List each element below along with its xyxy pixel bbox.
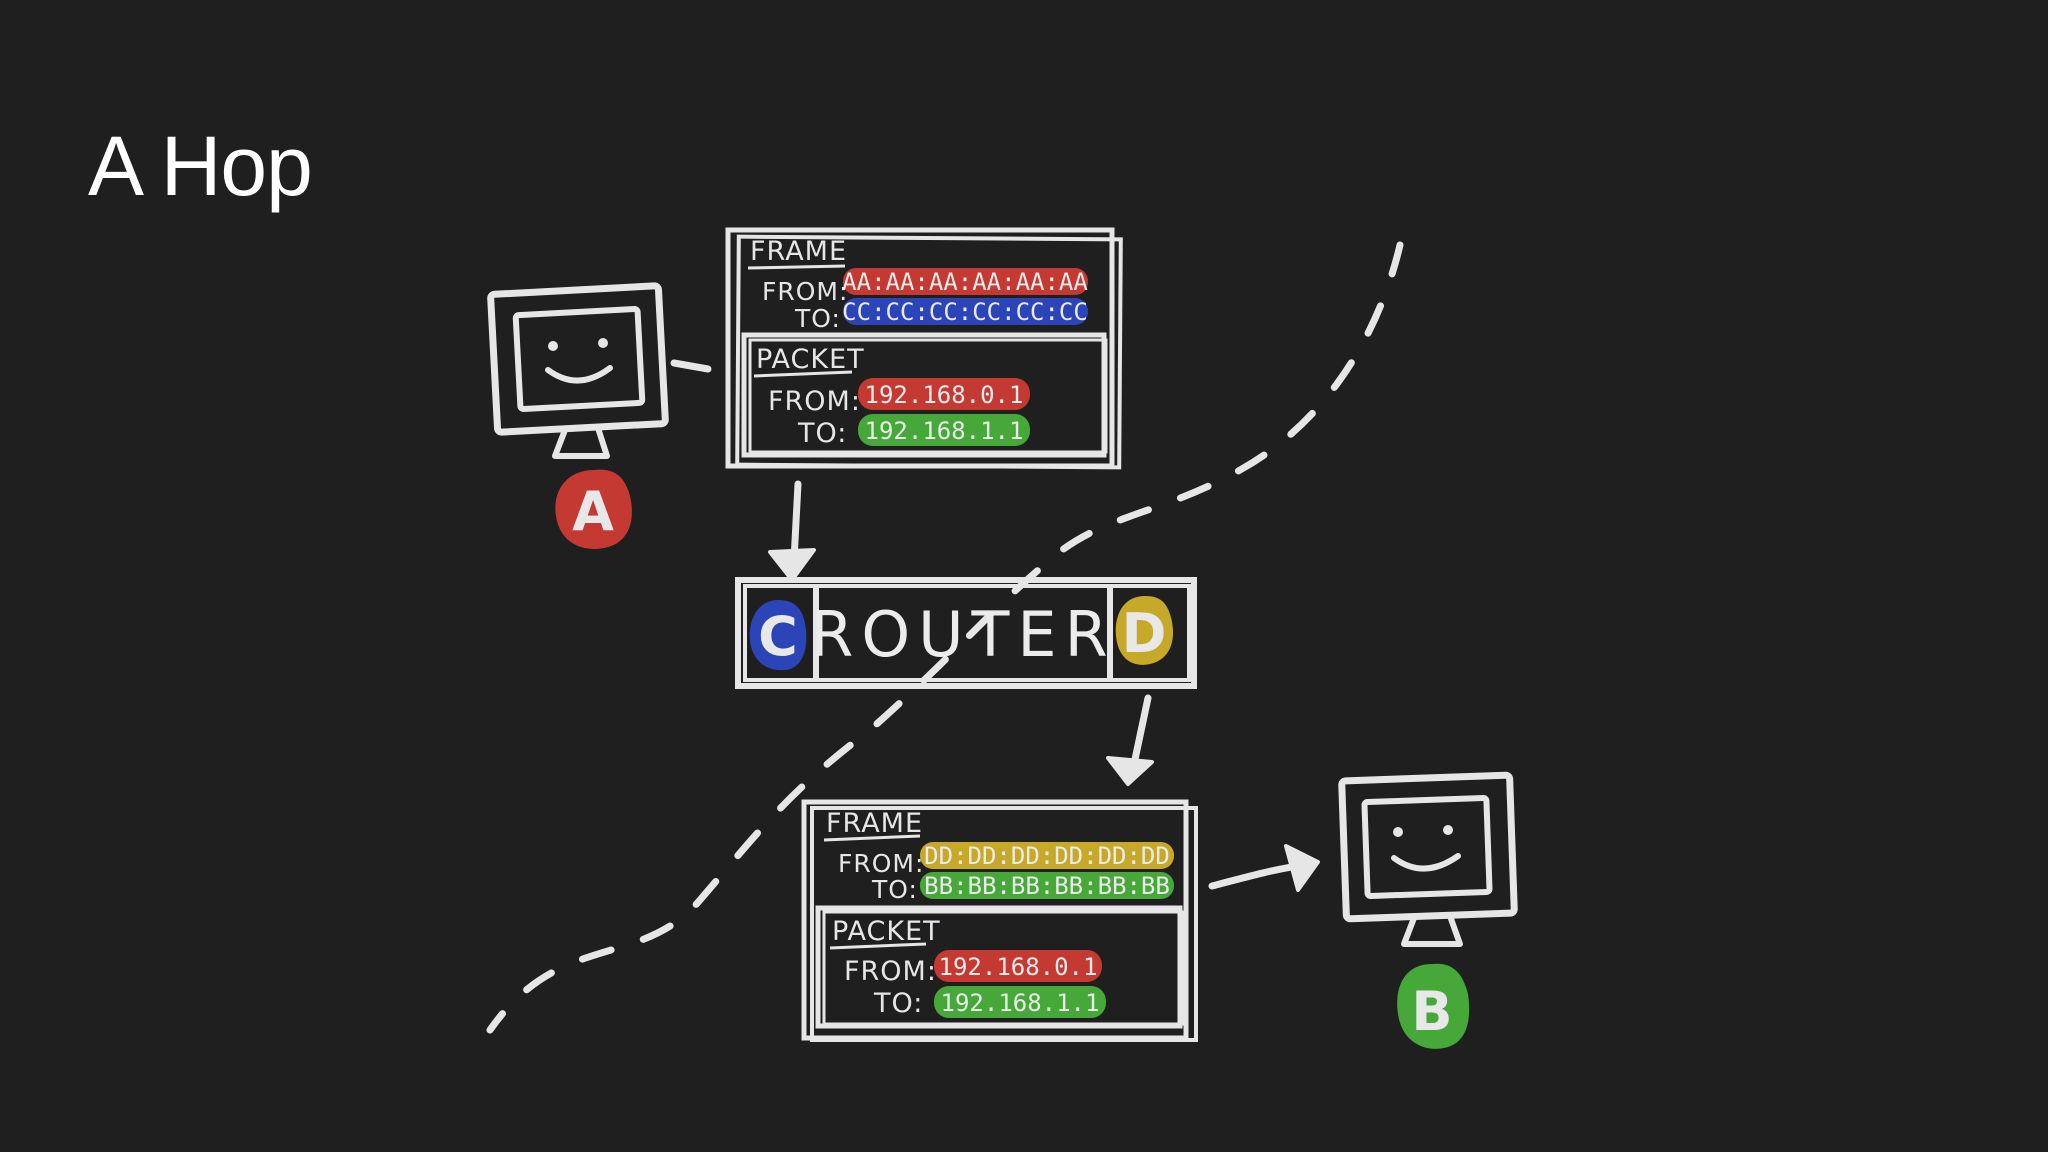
packet2-to-value: 192.168.1.1 (941, 989, 1100, 1017)
frame1-box: FRAME FROM: TO: AA:AA:AA:AA:AA:AA CC:CC:… (725, 227, 1123, 470)
packet1-from-value: 192.168.0.1 (865, 381, 1024, 409)
packet1-to-pill (858, 414, 1030, 446)
arrow-frame2-to-b (1208, 844, 1320, 892)
packet2-from-pill (934, 950, 1102, 982)
computer-b-icon (1338, 771, 1518, 947)
packet2-box (815, 905, 1183, 1029)
arrow-frame1-to-router (768, 480, 816, 582)
packet1-to-label: TO: (797, 418, 847, 449)
host-b-badge: B (1397, 963, 1470, 1049)
router-port-c: C (749, 600, 807, 671)
host-b-label: B (1411, 980, 1452, 1043)
router-port-c-label: C (758, 605, 798, 668)
router-label: ROUTER (810, 598, 1115, 671)
packet2-to-pill (934, 986, 1106, 1018)
frame1-to-value: CC:CC:CC:CC:CC:CC (842, 298, 1088, 326)
frame1-from-value: AA:AA:AA:AA:AA:AA (842, 268, 1088, 296)
frame2-title: FRAME (826, 808, 923, 839)
frame2-box: FRAME FROM: TO: DD:DD:DD:DD:DD:DD BB:BB:… (801, 799, 1198, 1042)
frame1-to-label: TO: (794, 304, 841, 333)
frame2-from-value: DD:DD:DD:DD:DD:DD (924, 842, 1170, 870)
packet1-title: PACKET (756, 344, 865, 375)
frame2-to-value: BB:BB:BB:BB:BB:BB (924, 872, 1170, 900)
packet2-from-label: FROM: (844, 956, 937, 987)
packet2-from-value: 192.168.0.1 (939, 953, 1098, 981)
frame2-to-pill (920, 872, 1174, 899)
router-port-d: D (1115, 596, 1174, 665)
computer-a-icon (487, 282, 669, 459)
frame1-title: FRAME (750, 236, 847, 267)
packet1-from-pill (858, 378, 1030, 410)
frame2-from-label: FROM: (838, 849, 924, 878)
frame1-from-label: FROM: (762, 277, 848, 306)
frame2-to-label: TO: (871, 875, 918, 904)
host-a-label: A (572, 480, 614, 543)
frame1-to-pill (843, 298, 1088, 325)
packet1-from-label: FROM: (768, 386, 861, 417)
router-box: ROUTER C D (735, 577, 1197, 689)
host-a-badge: A (555, 469, 632, 549)
packet1-to-value: 192.168.1.1 (865, 417, 1024, 445)
link-a-to-frame (670, 359, 712, 373)
arrow-router-to-frame2 (1106, 694, 1154, 786)
slide-title: A Hop (88, 119, 313, 213)
router-port-d-label: D (1122, 602, 1167, 665)
network-boundary-line (486, 241, 1404, 1034)
frame1-from-pill (843, 268, 1088, 295)
packet2-title: PACKET (832, 916, 941, 947)
packet2-to-label: TO: (873, 988, 923, 1019)
packet1-box (741, 332, 1107, 458)
frame2-from-pill (920, 842, 1174, 869)
